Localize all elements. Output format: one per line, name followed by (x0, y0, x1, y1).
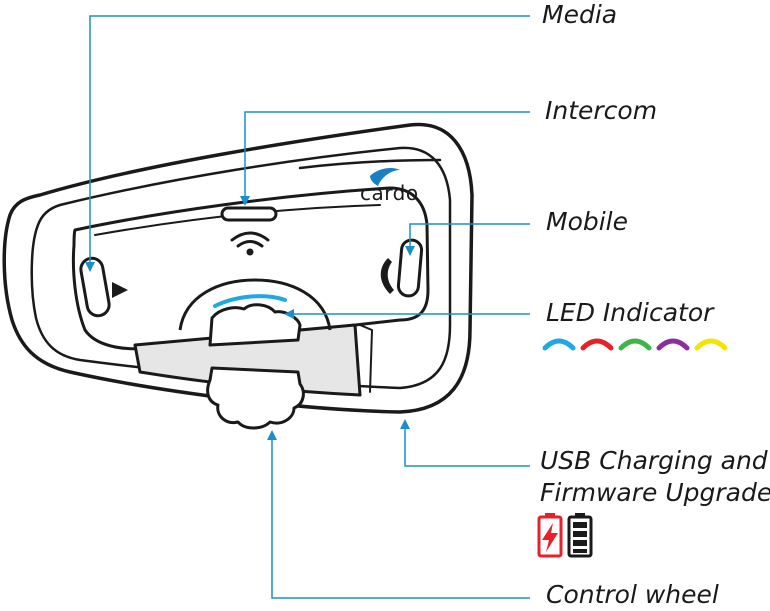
media-leader (89, 15, 530, 268)
device-outer-shell (2, 122, 474, 414)
led-color-legend (542, 338, 728, 351)
control-wheel-label: Control wheel (546, 580, 719, 609)
wheel-arrowhead (267, 430, 277, 440)
media-button[interactable] (79, 256, 128, 318)
leader-lines (85, 15, 530, 599)
phone-icon (380, 258, 394, 294)
led-color-arc (542, 338, 576, 351)
usb-leader (404, 425, 530, 467)
cardo-logo-text: cardo (360, 181, 419, 205)
mobile-label: Mobile (546, 207, 629, 236)
intercom-button-bar[interactable] (220, 206, 278, 222)
wheel-leader (271, 436, 530, 599)
media-arrowhead (85, 262, 95, 272)
control-wheel[interactable] (178, 278, 332, 430)
led-indicator-label: LED Indicator (546, 298, 714, 327)
mobile-leader (409, 223, 530, 250)
play-icon (112, 282, 128, 298)
led-color-arc (580, 338, 614, 351)
intercom-arrowhead (240, 196, 250, 206)
device-front-panel (71, 186, 430, 351)
wheel-housing (178, 278, 332, 331)
wheel-top-knurl[interactable] (208, 303, 302, 347)
battery-full-icon (567, 513, 593, 558)
mobile-arrowhead (405, 246, 415, 256)
usb-arrowhead (400, 419, 410, 429)
intercom-label: Intercom (545, 96, 658, 125)
firmware-upgrade-label: Firmware Upgrade (540, 478, 770, 507)
media-button-bar[interactable] (79, 256, 111, 318)
led-indicator-arc (213, 294, 287, 308)
cardo-logo-icon (370, 168, 400, 186)
wheel-bottom-knurl[interactable] (206, 366, 305, 430)
device-inner-rim (30, 146, 452, 390)
led-color-arc (694, 338, 728, 351)
device-chin-edge (359, 324, 373, 393)
wifi-icon (230, 231, 270, 256)
led-color-arc (656, 338, 690, 351)
device-top-groove (298, 158, 442, 170)
mobile-button[interactable] (380, 238, 424, 298)
mobile-button-bar[interactable] (396, 238, 424, 298)
led-arrowhead (284, 309, 294, 319)
media-label: Media (542, 0, 618, 29)
battery-charging-icon (537, 513, 563, 558)
usb-charging-label: USB Charging and (540, 446, 768, 475)
intercom-button[interactable] (220, 206, 278, 256)
led-color-arc (618, 338, 652, 351)
intercom-leader (244, 111, 530, 200)
